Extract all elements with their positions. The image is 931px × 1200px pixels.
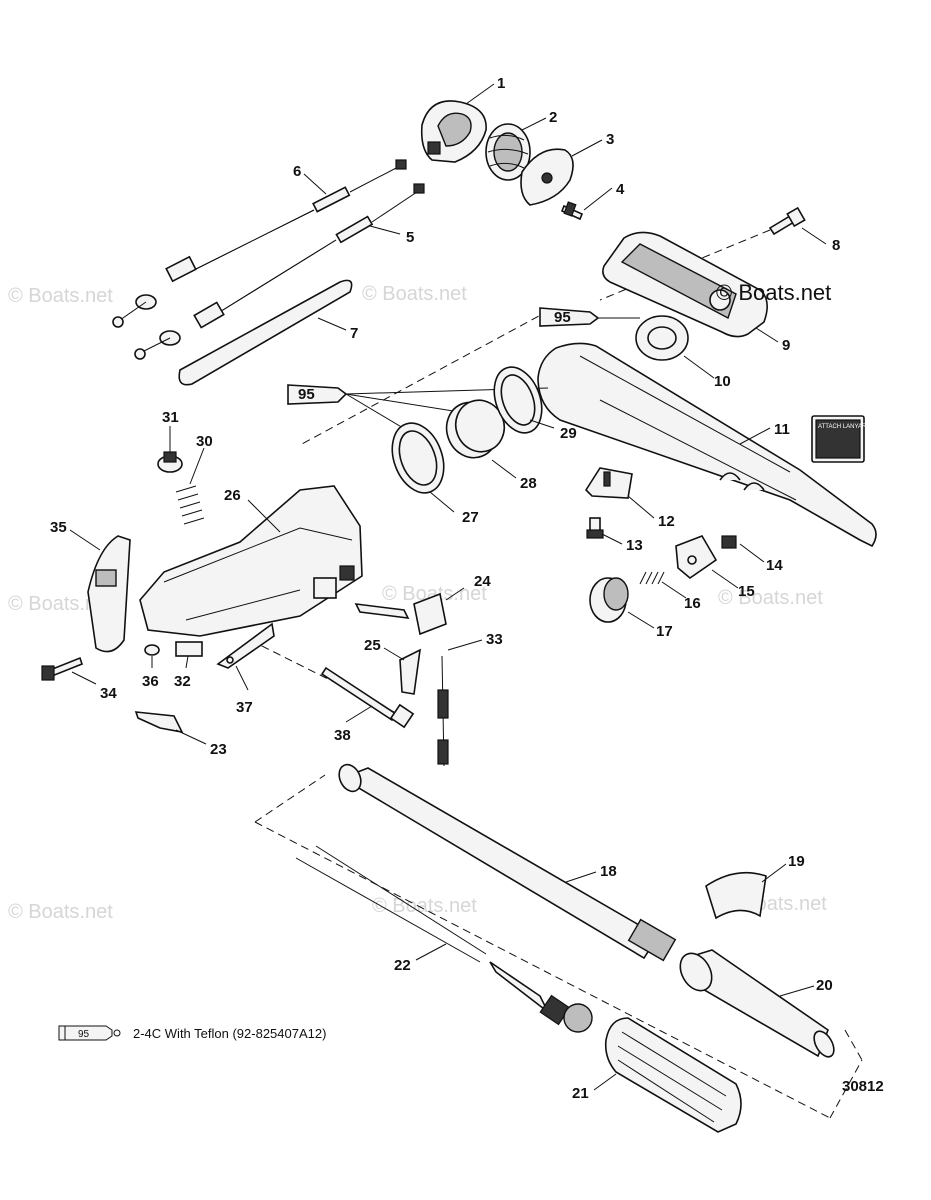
part-33-cable — [437, 655, 449, 767]
callout-14: 14 — [766, 557, 783, 574]
callout-25: 25 — [364, 637, 381, 654]
callout-26: 26 — [224, 487, 241, 504]
legend-text: 2-4C With Teflon (92-825407A12) — [133, 1026, 327, 1041]
tube-label: 95 — [298, 386, 315, 403]
callout-22: 22 — [394, 957, 411, 974]
part-10-washer — [635, 315, 689, 361]
part-4-screw — [560, 201, 584, 221]
callout-27: 27 — [462, 509, 479, 526]
callout-34: 34 — [100, 685, 117, 702]
callout-numbers: 1 2 3 4 5 6 7 8 9 10 11 12 13 14 15 16 1… — [50, 75, 840, 1102]
callout-16: 16 — [684, 595, 701, 612]
part-8-bolt — [768, 206, 806, 236]
callout-18: 18 — [600, 863, 617, 880]
rings-27-28-29: 95 — [287, 366, 549, 494]
part-17-knob — [589, 577, 629, 623]
callout-11: 11 — [774, 421, 790, 438]
part-13-screw — [586, 517, 604, 539]
callout-33: 33 — [486, 631, 503, 648]
part-9-bracket — [602, 231, 768, 338]
part-21-handle — [604, 1017, 742, 1133]
part-30-spring — [175, 485, 205, 525]
part-11-tiller-arm: ATTACH LANYARD — [537, 342, 877, 548]
callout-3: 3 — [606, 131, 614, 148]
watermark: © Boats.net — [718, 587, 823, 609]
part-1-cover — [420, 100, 487, 163]
part-15-block — [675, 535, 718, 580]
sticker-text: ATTACH LANYARD — [818, 424, 871, 430]
callout-9: 9 — [782, 337, 790, 354]
part-12-clamp — [584, 467, 633, 499]
callout-20: 20 — [816, 977, 833, 994]
callout-19: 19 — [788, 853, 805, 870]
callout-23: 23 — [210, 741, 227, 758]
callout-8: 8 — [832, 237, 840, 254]
part-34-bolt — [41, 656, 83, 681]
callout-29: 29 — [560, 425, 577, 442]
part-20-grip — [679, 949, 835, 1058]
callout-38: 38 — [334, 727, 351, 744]
part-3-plate — [520, 148, 574, 206]
callout-30: 30 — [196, 433, 213, 450]
callout-4: 4 — [616, 181, 625, 198]
part-38-bolt — [320, 666, 415, 729]
part-16-spring — [639, 571, 665, 585]
part-22-cable — [295, 845, 593, 1033]
callout-31: 31 — [162, 409, 179, 426]
part-14-screw — [721, 535, 737, 549]
legend-icon-label: 95 — [78, 1029, 90, 1040]
watermark: © Boats.net — [8, 593, 113, 615]
part-25-clip — [399, 648, 421, 695]
part-7-sleeve — [178, 279, 353, 386]
callout-13: 13 — [626, 537, 643, 554]
part-32-label — [175, 641, 203, 657]
watermark: © Boats.net — [362, 283, 467, 305]
callout-1: 1 — [497, 75, 505, 92]
callout-36: 36 — [142, 673, 159, 690]
grease-tube-upper: 95 — [539, 307, 640, 327]
callout-21: 21 — [572, 1085, 589, 1102]
part-36-pin — [144, 644, 160, 656]
grease-tube-icon: 95 — [58, 1025, 121, 1041]
watermark: © Boats.net — [382, 583, 487, 605]
callout-6: 6 — [293, 163, 301, 180]
tube-label: 95 — [554, 309, 571, 326]
part-23-clip — [134, 711, 184, 734]
watermark: © Boats.net — [8, 285, 113, 307]
figure-number: 30812 — [842, 1078, 884, 1095]
callout-37: 37 — [236, 699, 253, 716]
callout-leaders — [69, 83, 827, 1091]
watermark: © Boats.net — [372, 895, 477, 917]
callout-5: 5 — [406, 229, 414, 246]
part-18-shaft — [338, 763, 677, 962]
callout-32: 32 — [174, 673, 191, 690]
callout-17: 17 — [656, 623, 673, 640]
callout-12: 12 — [658, 513, 675, 530]
brand-text: © Boats.net — [716, 280, 831, 305]
part-31-cap — [157, 451, 183, 473]
part-24-bracket — [354, 592, 447, 636]
watermark: © Boats.net — [8, 901, 113, 923]
part-37-plate — [216, 622, 275, 669]
callout-15: 15 — [738, 583, 755, 600]
callout-7: 7 — [350, 325, 358, 342]
part-19-half-ring — [705, 871, 767, 920]
callout-10: 10 — [714, 373, 731, 390]
part-35-side-cover — [87, 535, 131, 653]
part-5-6-cables — [112, 159, 425, 360]
callout-24: 24 — [474, 573, 491, 590]
callout-28: 28 — [520, 475, 537, 492]
callout-2: 2 — [549, 109, 557, 126]
part-26-housing — [139, 485, 363, 637]
callout-35: 35 — [50, 519, 67, 536]
part-2-pulley — [485, 123, 531, 181]
